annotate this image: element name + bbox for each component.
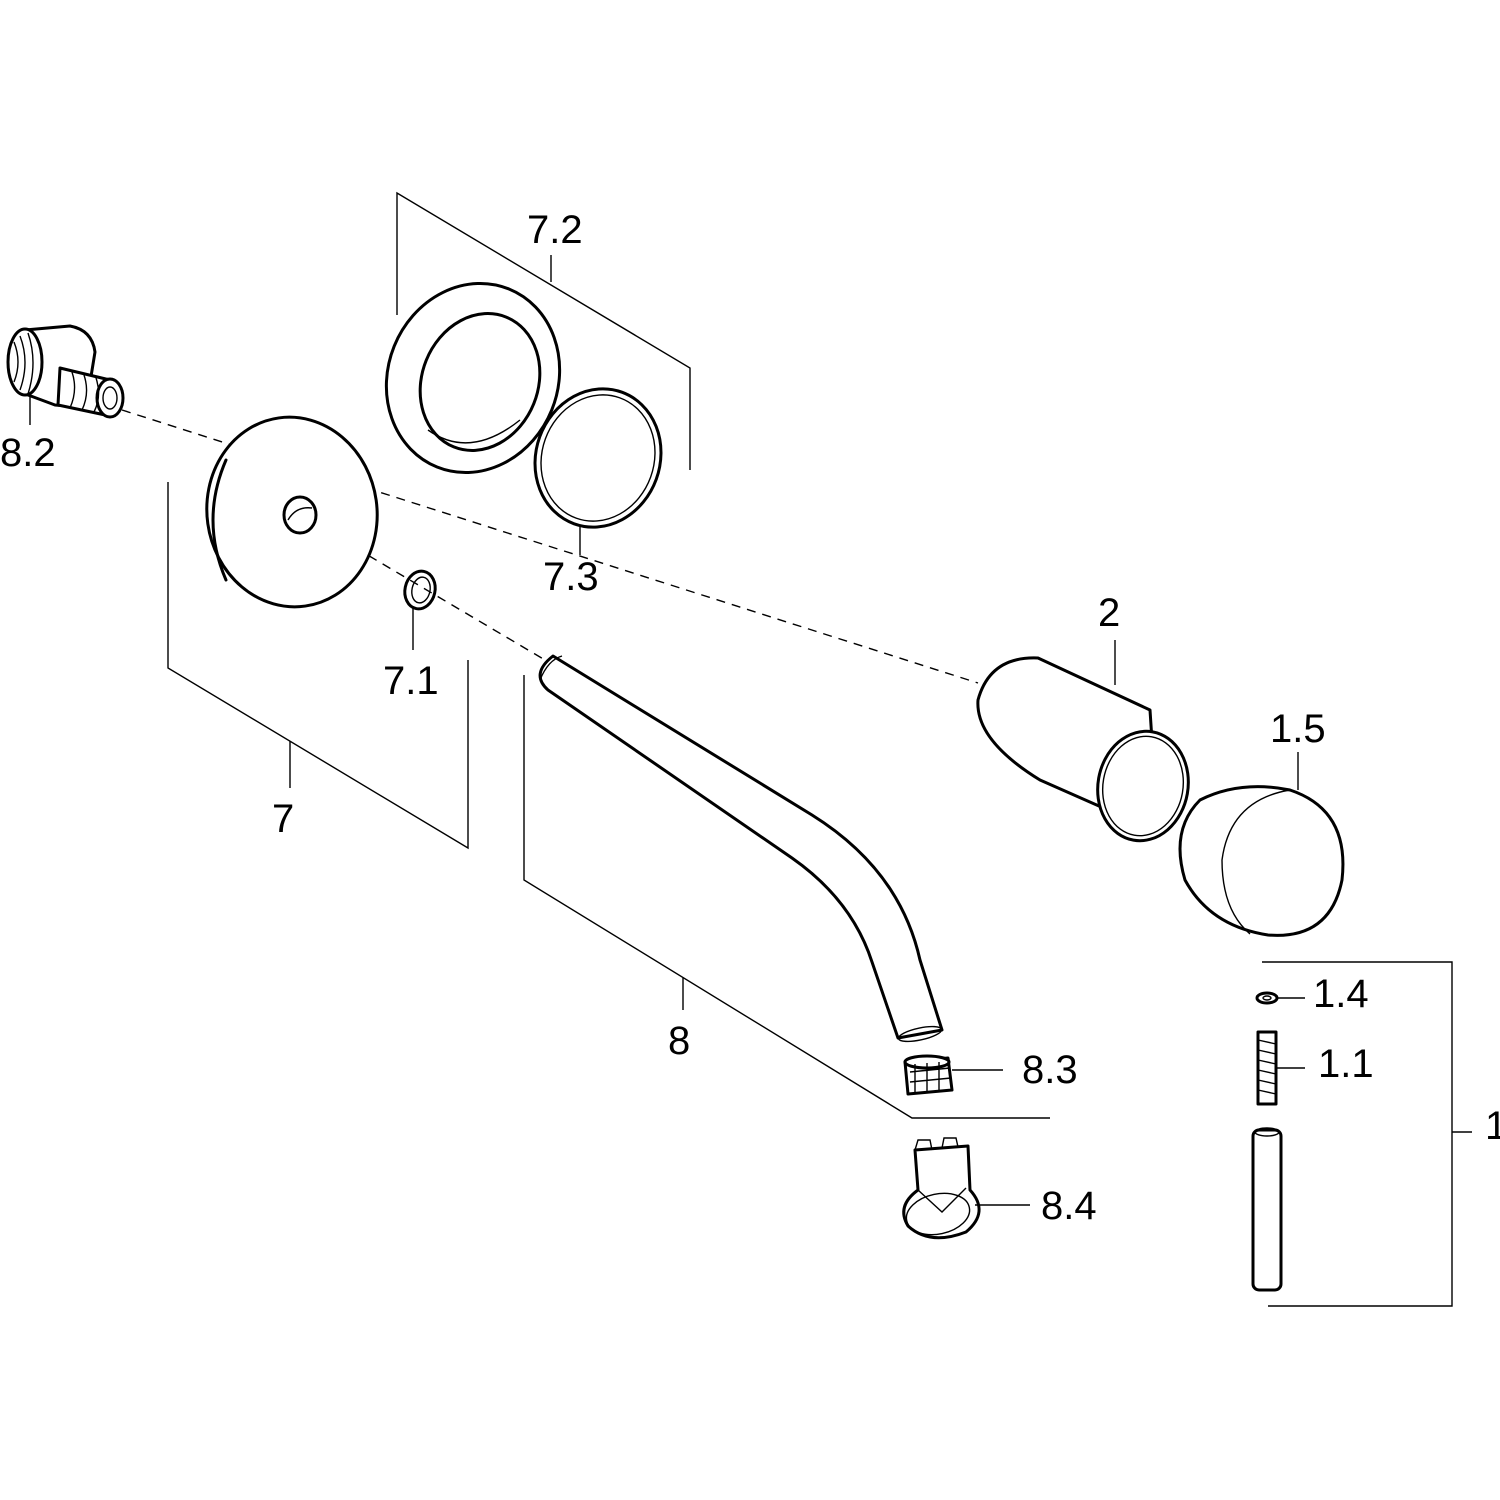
part-1-1-threaded-rod bbox=[1256, 1030, 1278, 1106]
part-1-5-handle bbox=[1178, 785, 1345, 937]
part-8-3-aerator bbox=[903, 1054, 954, 1096]
part-7-3-large-oring bbox=[533, 387, 663, 529]
label-1-4: 1.4 bbox=[1313, 972, 1369, 1016]
part-7-2-sleeve-ring bbox=[384, 281, 562, 475]
part-1-4-washer bbox=[1255, 991, 1279, 1005]
bracket-1 bbox=[1262, 961, 1453, 1307]
label-1: 1 bbox=[1485, 1104, 1500, 1148]
part-7-cover-plate bbox=[205, 415, 379, 609]
part-7-1-small-oring bbox=[403, 569, 437, 611]
part-1-extension-tube bbox=[1251, 1127, 1283, 1292]
label-8: 8 bbox=[668, 1019, 690, 1063]
part-2-body-sleeve bbox=[976, 656, 1190, 843]
label-1-5: 1.5 bbox=[1270, 707, 1326, 751]
label-8-4: 8.4 bbox=[1041, 1184, 1097, 1228]
label-7-2: 7.2 bbox=[527, 208, 583, 252]
part-8-4-aerator-key bbox=[902, 1137, 981, 1240]
bracket-8 bbox=[523, 675, 1050, 1119]
bracket-7-2 bbox=[396, 191, 691, 470]
part-8-spout bbox=[538, 654, 944, 1043]
part-8-2-connector bbox=[6, 324, 125, 419]
label-1-1: 1.1 bbox=[1318, 1042, 1374, 1086]
label-7-3: 7.3 bbox=[543, 555, 599, 599]
label-7-1: 7.1 bbox=[383, 659, 439, 703]
label-8-3: 8.3 bbox=[1022, 1048, 1078, 1092]
label-7: 7 bbox=[272, 797, 294, 841]
label-2: 2 bbox=[1098, 591, 1120, 635]
bracket-7 bbox=[167, 482, 469, 850]
label-8-2: 8.2 bbox=[0, 431, 56, 475]
